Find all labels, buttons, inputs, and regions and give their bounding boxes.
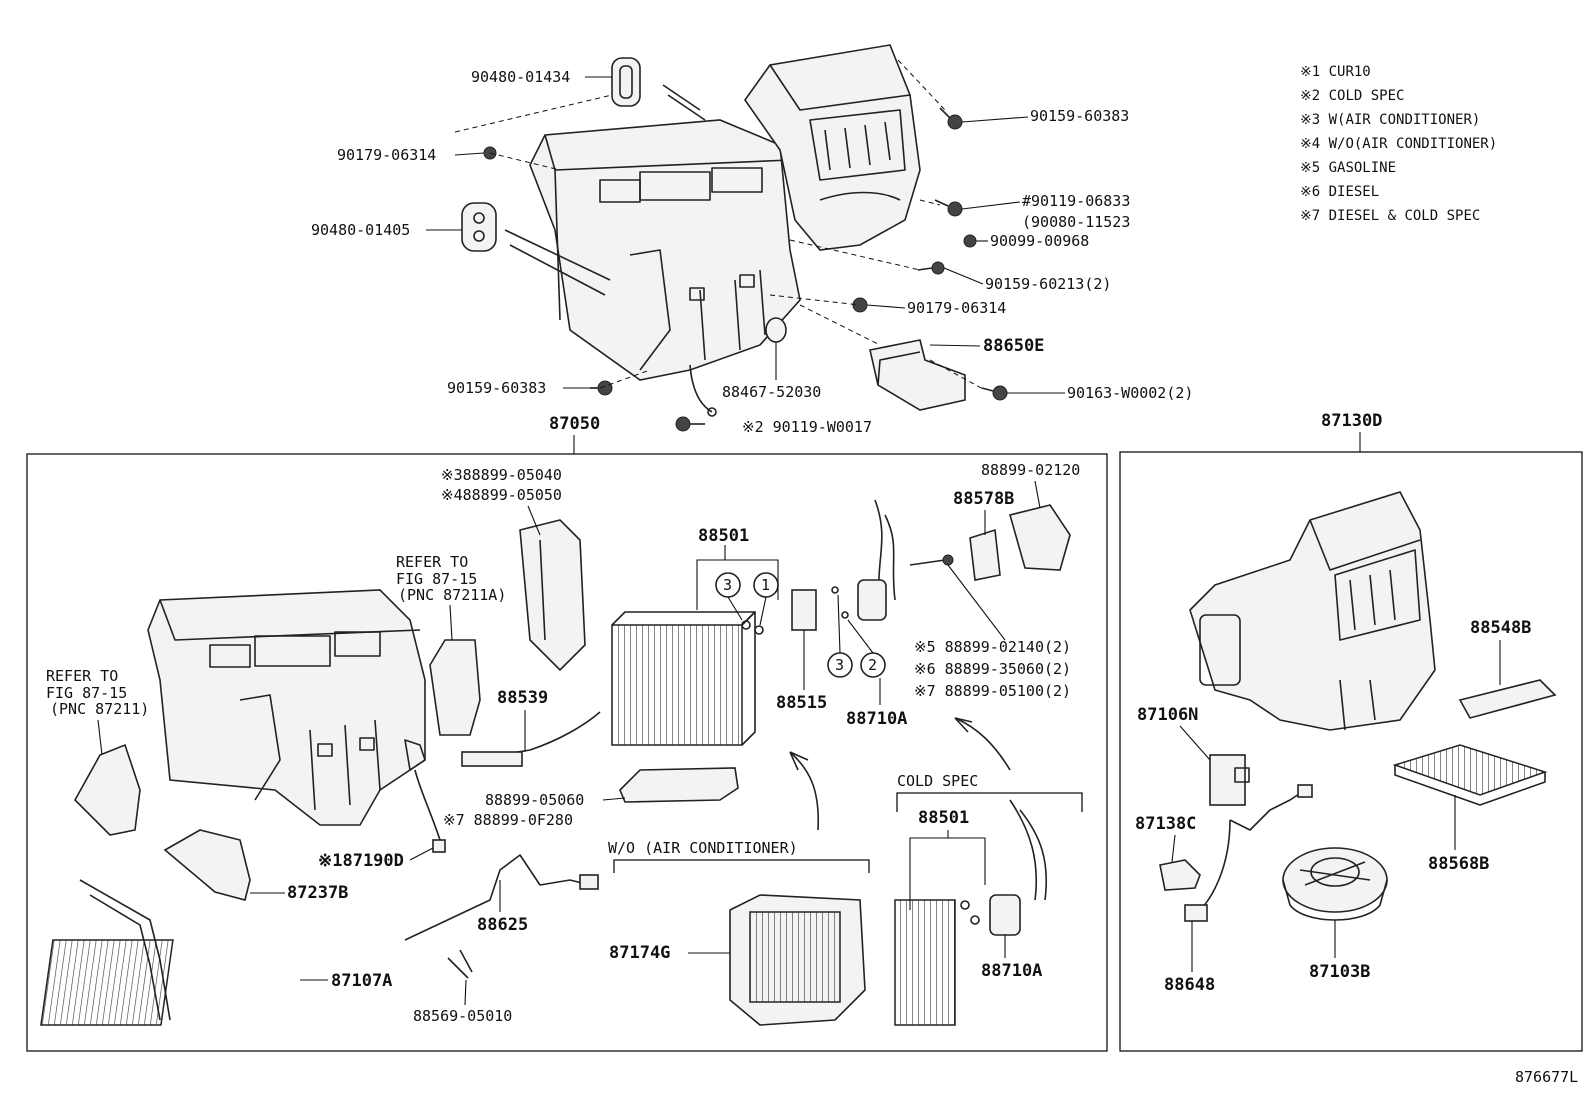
screw-icon <box>675 416 691 432</box>
assembly-box-87050 <box>26 453 1108 1052</box>
part-label: 88568B <box>1428 854 1489 874</box>
circled-number: 3 <box>723 576 732 594</box>
right-box-drawing <box>1159 491 1557 922</box>
part-label: 90480-01405 <box>311 221 410 239</box>
cover-icon <box>1009 504 1071 571</box>
part-label: 90159-60383 <box>447 379 546 397</box>
part-label: (90080-11523 <box>1022 213 1130 231</box>
grommet-icon <box>461 202 497 252</box>
top-callouts: 90480-01434 90179-06314 90480-01405 9015… <box>311 68 1193 436</box>
cover-icon <box>969 528 1001 581</box>
part-label: 87174G <box>609 943 670 963</box>
blower-case-icon <box>1189 491 1436 731</box>
part-label: 88501 <box>698 526 749 546</box>
part-label: 90159-60213(2) <box>985 275 1111 293</box>
part-label: ※2 90119-W0017 <box>742 418 872 436</box>
part-label: 88648 <box>1164 975 1215 995</box>
refer-note: FIG 87-15 <box>46 684 127 702</box>
duct-icon <box>163 829 251 901</box>
filter-cover-icon <box>1458 679 1557 719</box>
refer-note: REFER TO <box>396 553 468 571</box>
section-label: W/O (AIR CONDITIONER) <box>608 839 798 857</box>
connector-icon <box>1159 859 1201 891</box>
part-label: 88710A <box>846 709 907 729</box>
legend-item: ※2 COLD SPEC <box>1300 88 1404 104</box>
figure-id: 876677L <box>1515 1068 1578 1086</box>
part-label: 90480-01434 <box>471 68 570 86</box>
legend-item: ※1 CUR10 <box>1300 64 1371 80</box>
part-label: 88501 <box>918 808 969 828</box>
right-box-callouts: 88548B 87106N 87138C 88568B 88648 87103B <box>1135 618 1531 995</box>
left-box-drawing: 3 1 3 2 <box>40 499 1083 1026</box>
refer-note: (PNC 87211) <box>50 700 149 718</box>
refer-note: REFER TO <box>46 667 118 685</box>
evaporator-icon <box>894 899 956 1026</box>
part-label: 87103B <box>1309 962 1370 982</box>
legend-item: ※4 W/O(AIR CONDITIONER) <box>1300 136 1497 152</box>
part-label: 90163-W0002(2) <box>1067 384 1193 402</box>
part-label: ※5 88899-02140(2) <box>914 638 1071 656</box>
filter-icon <box>1392 744 1548 796</box>
legend: ※1 CUR10 ※2 COLD SPEC ※3 W(AIR CONDITION… <box>1300 64 1497 224</box>
part-label: 87138C <box>1135 814 1196 834</box>
duct-icon <box>429 639 481 736</box>
part-label: 88467-52030 <box>722 383 821 401</box>
refer-note: FIG 87-15 <box>396 570 477 588</box>
valve-icon <box>791 589 817 631</box>
plug-icon <box>765 317 787 343</box>
part-label: 90179-06314 <box>907 299 1006 317</box>
screw-icon <box>947 201 963 217</box>
legend-item: ※7 DIESEL & COLD SPEC <box>1300 208 1480 224</box>
part-label: 88710A <box>981 961 1042 981</box>
legend-item: ※6 DIESEL <box>1300 184 1379 200</box>
screw-icon <box>963 234 977 248</box>
part-label: 88539 <box>497 688 548 708</box>
part-label: 90159-60383 <box>1030 107 1129 125</box>
evaporator-icon <box>611 624 743 746</box>
part-label: 88899-05060 <box>485 791 584 809</box>
heater-core-icon <box>40 939 174 1026</box>
part-label: 87107A <box>331 971 392 991</box>
circled-number: 2 <box>868 656 877 674</box>
resistor-icon <box>1209 754 1246 806</box>
part-label: 90179-06314 <box>337 146 436 164</box>
part-label: ※7 88899-05100(2) <box>914 682 1071 700</box>
part-label: 88650E <box>983 336 1044 356</box>
assembly-box-87130d <box>1119 451 1583 1052</box>
part-label: 88899-02120 <box>981 461 1080 479</box>
part-label: ※488899-05050 <box>441 486 562 504</box>
bracket-icon <box>869 339 966 411</box>
section-label: COLD SPEC <box>897 772 978 790</box>
part-label: 87106N <box>1137 705 1198 725</box>
part-label: 88515 <box>776 693 827 713</box>
part-label: 88569-05010 <box>413 1007 512 1025</box>
part-label: 88578B <box>953 489 1014 509</box>
part-label: ※6 88899-35060(2) <box>914 660 1071 678</box>
servo-icon <box>519 519 586 672</box>
part-label: 88548B <box>1470 618 1531 638</box>
refer-note: (PNC 87211A) <box>398 586 506 604</box>
legend-item: ※5 GASOLINE <box>1300 160 1396 176</box>
hvac-unit-top-drawing <box>454 44 1008 432</box>
grommet-icon <box>611 57 641 107</box>
part-label: ※388899-05040 <box>441 466 562 484</box>
part-label: 87237B <box>287 883 348 903</box>
part-label: 88625 <box>477 915 528 935</box>
left-box-callouts: ※388899-05040 ※488899-05050 REFER TO FIG… <box>46 461 1080 1025</box>
circled-number: 1 <box>761 576 770 594</box>
assembly-label-87050: 87050 <box>549 414 600 434</box>
screw-icon <box>931 261 945 275</box>
circled-number: 3 <box>835 656 844 674</box>
assembly-label-87130d: 87130D <box>1321 411 1382 431</box>
part-label: #90119-06833 <box>1022 192 1130 210</box>
legend-item: ※3 W(AIR CONDITIONER) <box>1300 112 1480 128</box>
part-label: ※7 88899-0F280 <box>443 811 573 829</box>
part-label: ※187190D <box>318 851 404 871</box>
duct-icon <box>74 743 141 836</box>
part-label: 90099-00968 <box>990 232 1089 250</box>
screw-icon <box>992 385 1008 401</box>
